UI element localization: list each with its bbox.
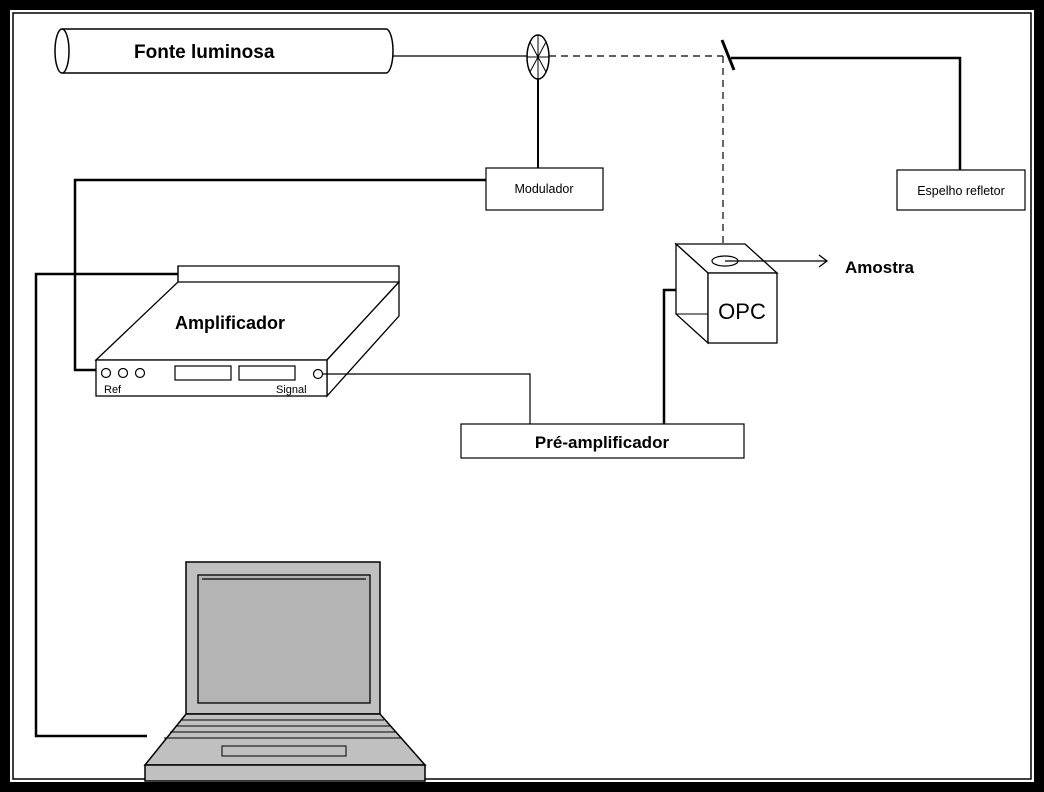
preamplifier-box: Pré-amplificador (460, 423, 745, 459)
mirror-icon (720, 39, 736, 71)
laptop-amplifier-wire (34, 272, 178, 738)
signal-knob (312, 368, 324, 380)
laptop-touchpad (221, 745, 347, 757)
amplifier-knob (117, 367, 129, 379)
opc-label: OPC (718, 299, 766, 324)
amplifier-display (238, 365, 296, 381)
modulator-label: Modulador (514, 182, 573, 196)
signal-label: Signal (276, 384, 307, 396)
chopper-wheel-icon (526, 34, 550, 80)
amplifier-knob (134, 367, 146, 379)
laptop-icon (143, 561, 427, 782)
modulator-box: Modulador (485, 167, 604, 211)
mirror-controller-box: Espelho refletor (896, 169, 1026, 211)
amplifier-label: Amplificador (175, 313, 285, 333)
signal-preamp-wire (323, 373, 531, 424)
light-source-label: Fonte luminosa (134, 42, 275, 63)
amplifier-display (174, 365, 232, 381)
arrow-right-icon (725, 254, 829, 268)
sample-label: Amostra (845, 258, 915, 277)
ref-label: Ref (104, 384, 122, 396)
mirror-label: Espelho refletor (917, 184, 1005, 198)
mirror-wire (731, 56, 962, 170)
ref-knob (100, 367, 112, 379)
amplifier: Amplificador Ref Signal (94, 265, 400, 398)
light-source: Fonte luminosa (54, 28, 394, 74)
preamplifier-label: Pré-amplificador (535, 433, 670, 452)
opc-cell: OPC (674, 242, 779, 345)
